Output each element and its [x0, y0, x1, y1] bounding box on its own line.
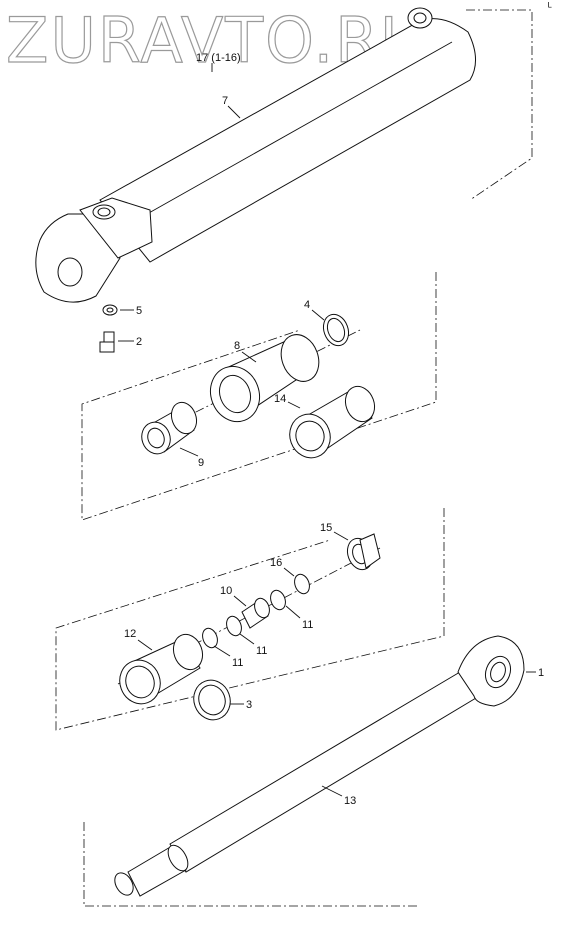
watermark-text: ZURAVTO.RU [6, 4, 428, 77]
tube-eye-hole [57, 257, 83, 287]
corner-mark: ᴸ [548, 1, 552, 13]
spacer-10 [241, 597, 270, 629]
label-12: 12 [124, 628, 136, 640]
o-ring-4 [322, 313, 350, 347]
dash-frame-group1 [81, 272, 437, 521]
cylinder-tube [35, 7, 533, 303]
label-7: 7 [222, 95, 228, 107]
label-15: 15 [320, 522, 332, 534]
nut-15 [346, 533, 381, 571]
rod-eye-1 [457, 635, 525, 707]
washer-5 [102, 304, 118, 316]
ring-11-middle [226, 615, 242, 637]
ring-11-upper [270, 589, 286, 611]
plug-2 [99, 331, 115, 353]
tube-eye-end [35, 213, 121, 303]
label-3: 3 [246, 699, 252, 711]
piston-rod [114, 671, 477, 897]
ring-16 [294, 573, 310, 595]
label-11-upper: 11 [302, 619, 313, 631]
label-assembly: 17 (1-16) [196, 52, 241, 64]
label-1: 1 [538, 667, 544, 679]
dash-frame-rod [83, 822, 420, 907]
label-9: 9 [198, 457, 204, 469]
ring-11-lower [202, 627, 218, 649]
label-4: 4 [304, 299, 310, 311]
dash-frame-top [466, 9, 533, 201]
nut-9 [141, 401, 198, 455]
label-14: 14 [274, 393, 286, 405]
dash-frame-group2 [55, 508, 445, 731]
label-16: 16 [270, 557, 282, 569]
label-8: 8 [234, 340, 240, 352]
label-10: 10 [220, 585, 232, 597]
label-5: 5 [136, 305, 142, 317]
label-13: 13 [344, 795, 356, 807]
bushing-14 [289, 385, 376, 459]
label-11-lower: 11 [232, 657, 243, 669]
label-2: 2 [136, 336, 142, 348]
piston-12 [119, 633, 204, 705]
ring-3 [193, 679, 231, 721]
cylinder-head-8 [209, 334, 320, 423]
label-11-middle: 11 [256, 645, 267, 657]
